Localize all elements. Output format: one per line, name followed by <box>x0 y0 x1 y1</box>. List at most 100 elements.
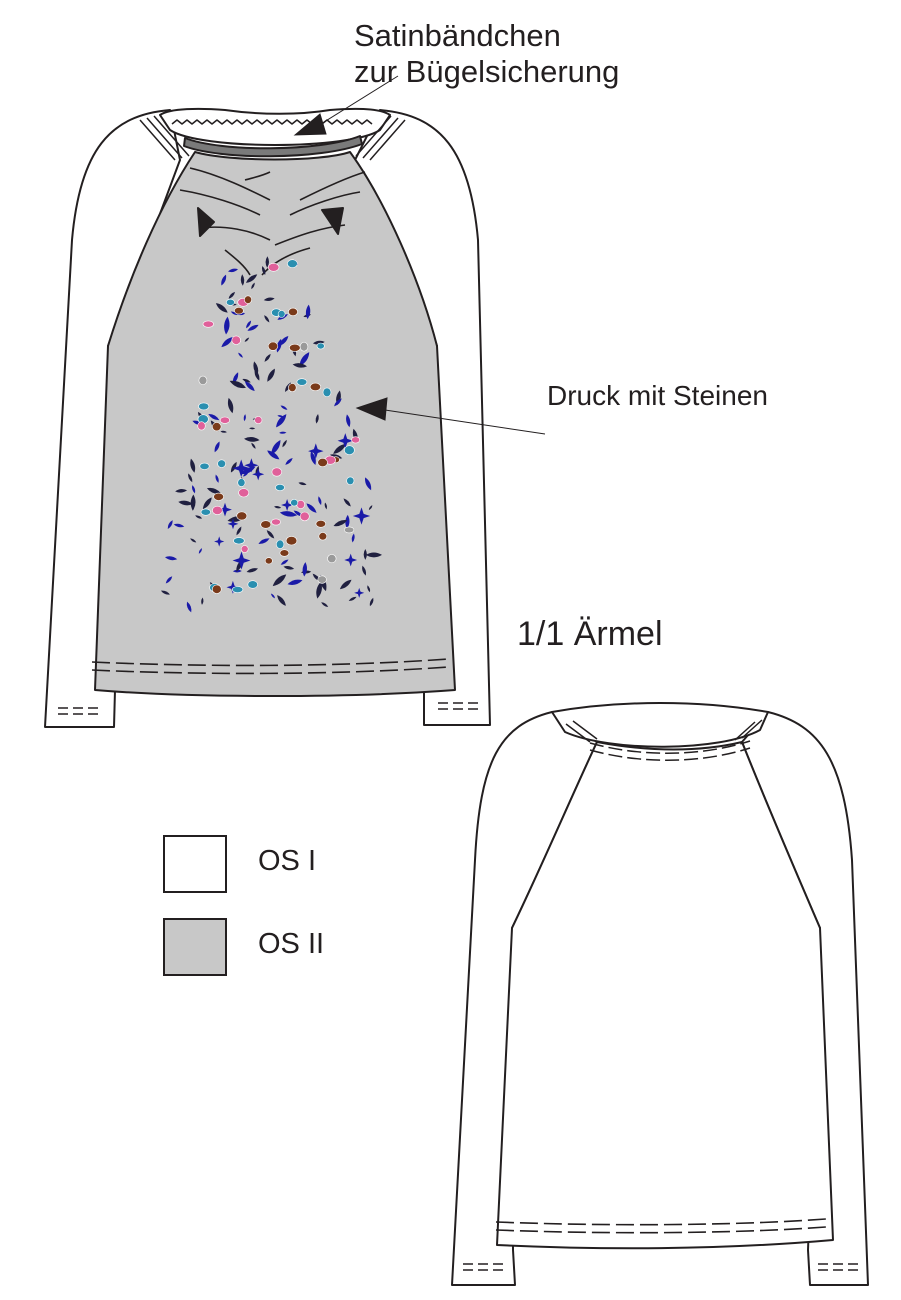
print-leaf <box>333 443 346 454</box>
annotation-satin-line1: Satinbändchen <box>354 18 561 53</box>
print-stone <box>287 259 298 269</box>
print-leaf <box>214 441 220 453</box>
neck-drape-lines <box>179 167 366 276</box>
print-leaf <box>251 442 256 449</box>
print-leaf <box>280 405 288 410</box>
print-stone <box>288 343 301 352</box>
print-leaf <box>191 485 196 494</box>
print-star <box>226 580 240 594</box>
print-star <box>354 587 365 598</box>
drape-arrow-right <box>321 207 344 235</box>
print-leaf <box>230 311 238 315</box>
print-stone <box>315 519 326 528</box>
print-stone <box>264 557 273 565</box>
print-stone <box>244 295 252 304</box>
print-leaf <box>186 601 192 613</box>
print-leaf <box>261 265 266 276</box>
front-body-panel <box>94 151 456 697</box>
back-body-panel <box>496 741 834 1250</box>
back-hem-stitches <box>495 1218 827 1234</box>
print-stone <box>213 492 224 501</box>
print-leaf <box>276 338 282 353</box>
print-star <box>218 502 232 517</box>
print-leaf <box>201 597 204 605</box>
annotation-sleeve: 1/1 Ärmel <box>517 615 663 653</box>
print-leaf <box>346 414 351 428</box>
front-view <box>44 107 491 728</box>
print-stone <box>351 436 360 444</box>
print-leaf <box>362 565 367 576</box>
print-stone <box>317 575 327 584</box>
leader-lines <box>293 75 546 435</box>
print-leaf <box>315 413 319 424</box>
print-leaf <box>190 538 197 543</box>
print-leaf <box>178 500 193 506</box>
print-leaf <box>299 352 310 367</box>
print-leaf <box>334 398 342 407</box>
print-stone <box>271 467 282 477</box>
print-leaf <box>274 506 282 509</box>
legend-label-os2: OS II <box>258 928 325 960</box>
print-star <box>252 468 265 481</box>
back-raglan-stitches <box>565 719 763 743</box>
back-view <box>451 702 869 1286</box>
print-leaf <box>215 474 219 483</box>
print-star <box>232 551 251 570</box>
print-leaf <box>280 559 289 565</box>
print-stone <box>240 545 249 553</box>
print-star <box>227 518 239 530</box>
print-leaf <box>276 414 287 428</box>
print-stone <box>232 586 244 593</box>
print-leaf <box>258 538 270 544</box>
print-leaf <box>188 473 193 483</box>
print-stone <box>260 520 272 529</box>
print-star <box>232 459 251 478</box>
leader-druck-arrow <box>355 397 388 421</box>
print-leaf <box>368 505 373 511</box>
print-leaf <box>227 397 234 414</box>
print-leaf <box>206 487 221 494</box>
print-leaf <box>298 482 307 486</box>
print-stone <box>217 459 226 468</box>
print-stone <box>299 341 309 352</box>
print-leaf <box>253 361 259 376</box>
print-leaf <box>369 597 374 607</box>
print-leaf <box>287 579 303 585</box>
back-neck-stitches <box>589 740 751 761</box>
print-leaf <box>244 437 260 442</box>
print-leaf <box>310 451 316 466</box>
annotation-satin-tape: Satinbändchen zur Bügelsicherung <box>354 18 619 89</box>
print-stone <box>200 508 211 516</box>
print-leaf <box>173 523 185 528</box>
print-leaf <box>348 596 357 601</box>
print-stone <box>277 310 286 318</box>
print-leaf <box>242 472 249 477</box>
print-leaf <box>195 515 203 519</box>
print-stone <box>199 462 210 470</box>
print-leaf <box>333 520 348 527</box>
back-neckband <box>551 702 769 748</box>
print-leaf <box>249 427 256 430</box>
print-leaf <box>305 304 311 320</box>
print-leaf <box>215 303 228 313</box>
print-leaf <box>251 282 255 290</box>
print-leaf <box>282 439 287 448</box>
print-leaf <box>244 337 250 342</box>
print-leaf <box>367 585 371 593</box>
print-leaf <box>316 581 322 599</box>
print-leaf <box>267 450 280 460</box>
print-stone <box>234 307 244 315</box>
print-stone <box>344 526 355 534</box>
print-stone <box>279 549 290 557</box>
print-leaf <box>279 511 298 517</box>
print-stone <box>237 478 246 487</box>
satin-tape-zigzag <box>171 119 373 125</box>
print-leaf <box>244 381 255 392</box>
print-with-stones <box>160 256 382 613</box>
print-leaf <box>238 352 243 358</box>
print-stone <box>197 421 206 431</box>
print-stone <box>267 262 280 272</box>
print-stone <box>225 298 235 306</box>
print-stone <box>254 416 263 424</box>
